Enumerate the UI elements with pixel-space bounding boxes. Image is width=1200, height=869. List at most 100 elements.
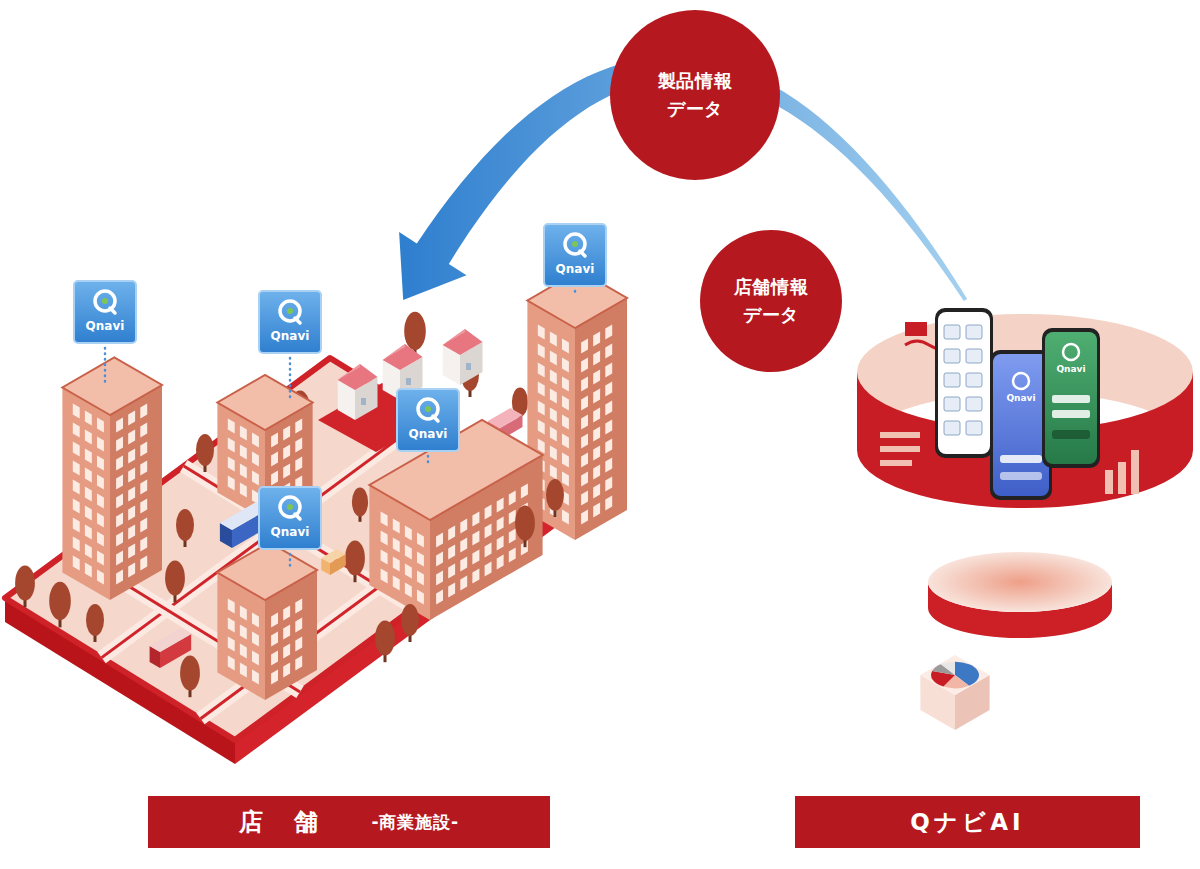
window <box>73 423 80 438</box>
house <box>338 364 378 420</box>
app-tile <box>944 421 960 435</box>
app-tile <box>966 373 982 387</box>
roof <box>920 655 989 695</box>
window <box>128 563 135 578</box>
window <box>252 433 259 448</box>
app-tile <box>944 349 960 363</box>
ring-panel-line <box>880 460 912 466</box>
marker-logo <box>110 308 115 313</box>
house-window <box>361 398 366 405</box>
window <box>228 457 235 472</box>
window <box>73 537 80 552</box>
band-label: 店舗 <box>239 806 349 838</box>
roof <box>150 628 192 652</box>
phone-logo <box>1063 344 1079 360</box>
window <box>73 404 80 419</box>
window <box>240 625 247 640</box>
window <box>240 464 247 479</box>
window <box>85 430 92 445</box>
window <box>581 472 588 487</box>
window <box>538 420 545 435</box>
qnavi-marker <box>544 224 606 296</box>
phone-input <box>1052 410 1090 418</box>
window <box>509 548 516 563</box>
window <box>128 449 135 464</box>
window <box>448 564 455 579</box>
tree <box>515 505 535 547</box>
tree <box>196 434 214 472</box>
marker-dots <box>574 291 577 296</box>
window <box>509 529 516 544</box>
marker-logo <box>433 416 438 421</box>
window <box>116 570 123 585</box>
ring-panel-line <box>880 446 920 452</box>
window <box>472 531 479 546</box>
window <box>605 325 612 340</box>
window <box>593 332 600 347</box>
window <box>497 536 504 551</box>
window <box>405 564 412 579</box>
window <box>73 556 80 571</box>
window <box>509 510 516 525</box>
window <box>240 445 247 460</box>
window <box>252 632 259 647</box>
marker-icon <box>397 389 459 451</box>
window <box>538 344 545 359</box>
window <box>140 499 147 514</box>
window <box>593 503 600 518</box>
window <box>295 438 302 453</box>
window <box>116 437 123 452</box>
title-band: QナビAI <box>795 796 1140 848</box>
window <box>252 452 259 467</box>
window <box>240 483 247 498</box>
road <box>201 479 526 719</box>
window <box>85 468 92 483</box>
app-tile <box>966 325 982 339</box>
window <box>381 550 388 565</box>
qnavi-marker <box>397 389 459 466</box>
tree <box>176 509 194 547</box>
window <box>472 512 479 527</box>
window <box>116 456 123 471</box>
window <box>405 526 412 541</box>
window <box>448 545 455 560</box>
window <box>283 426 290 441</box>
window <box>405 583 412 598</box>
window <box>128 430 135 445</box>
window <box>271 632 278 647</box>
window <box>381 569 388 584</box>
ai-illustration <box>857 308 1193 730</box>
tree <box>375 620 395 662</box>
window <box>252 651 259 666</box>
face <box>110 385 162 600</box>
window <box>116 551 123 566</box>
window <box>593 351 600 366</box>
house-window <box>406 378 411 385</box>
window <box>550 446 557 461</box>
data-circle: 製品情報 データ <box>610 10 780 180</box>
window <box>393 557 400 572</box>
window <box>436 571 443 586</box>
window <box>252 490 259 505</box>
logo-text: Qnavi <box>271 526 310 538</box>
window <box>271 452 278 467</box>
window <box>85 506 92 521</box>
window <box>417 533 424 548</box>
window <box>417 590 424 605</box>
logo-text: Qnavi <box>556 263 595 275</box>
phone-screen <box>1045 332 1097 464</box>
window <box>140 556 147 571</box>
ring-panel-bar <box>1118 462 1126 494</box>
ring-panel-line <box>880 432 920 438</box>
tree <box>546 479 564 517</box>
window <box>562 339 569 354</box>
marker-icon <box>259 291 321 353</box>
marker-icon <box>544 224 606 286</box>
window <box>97 513 104 528</box>
phone-screen <box>993 354 1049 496</box>
window <box>140 480 147 495</box>
window <box>581 396 588 411</box>
window <box>538 382 545 397</box>
window <box>85 544 92 559</box>
app-tile <box>966 397 982 411</box>
